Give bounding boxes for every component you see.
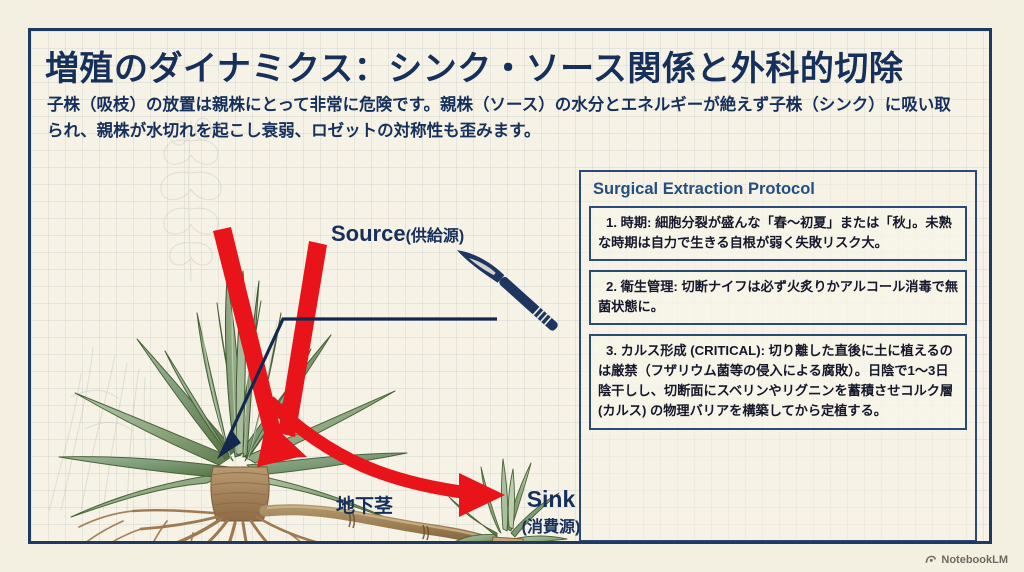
sink-label-en: Sink — [526, 486, 576, 512]
plant-diagram-svg — [58, 227, 568, 541]
agave-offset-pup — [448, 458, 568, 541]
energy-flow-arrows — [213, 227, 505, 517]
watermark-label: NotebookLM — [941, 553, 1008, 566]
page-subtitle: 子株（吸枝）の放置は親株にとって非常に危険です。親株（ソース）の水分とエネルギー… — [47, 96, 951, 140]
diagram-illustration: Source(供給源) 地下茎 Sink (消費源) — [31, 161, 601, 541]
infographic-frame: 増殖のダイナミクス：シンク・ソース関係と外科的切除 子株（吸枝）の放置は親株にと… — [28, 28, 992, 544]
rhizome-label: 地下茎 — [336, 496, 394, 517]
protocol-panel-title: Surgical Extraction Protocol — [593, 180, 815, 198]
cut-point-leader-line — [217, 317, 497, 459]
protocol-step-1: 1. 時期: 細胞分裂が盛んな「春〜初夏」または「秋」。未熟な時期は自力で生きる… — [589, 206, 967, 262]
parent-roots — [78, 508, 317, 541]
notebooklm-watermark: NotebookLM — [924, 553, 1008, 566]
surgical-protocol-panel: Surgical Extraction Protocol 1. 時期: 細胞分裂… — [579, 170, 977, 541]
source-label-en: Source — [331, 221, 406, 246]
sink-label-jp: (消費源) — [521, 519, 581, 536]
agave-parent-plant — [58, 270, 408, 541]
protocol-step-2: 2. 衛生管理: 切断ナイフは必ず火炙りかアルコール消毒で無菌状態に。 — [589, 270, 967, 326]
sink-label: Sink (消費源) — [496, 486, 606, 537]
source-label-jp: (供給源) — [405, 228, 465, 245]
notebooklm-logo-icon — [926, 555, 937, 563]
protocol-step-3: 3. カルス形成 (CRITICAL): 切り離した直後に土に植えるのは厳禁（フ… — [589, 334, 967, 430]
source-label: Source(供給源) — [331, 221, 464, 247]
page-title: 増殖のダイナミクス：シンク・ソース関係と外科的切除 — [45, 50, 904, 88]
scalpel-icon — [457, 250, 558, 331]
